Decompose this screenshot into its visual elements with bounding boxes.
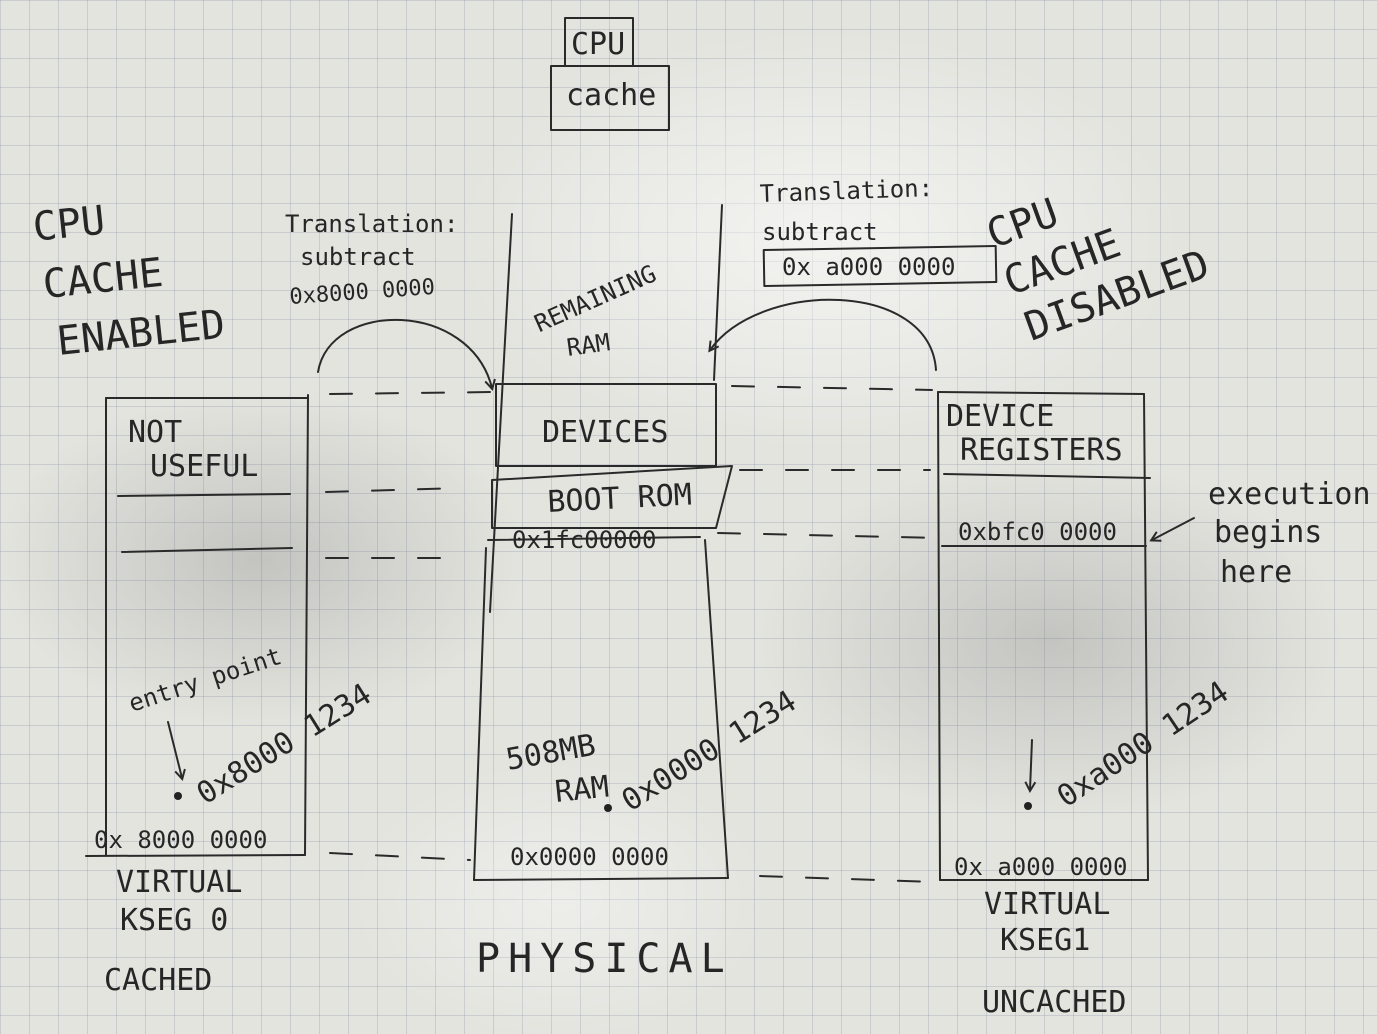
kseg1-left-edge — [937, 391, 941, 881]
kseg0-mode: CACHED — [104, 963, 212, 998]
dash-left-bottom — [329, 852, 471, 861]
execution-note-line-1: execution — [1208, 477, 1371, 512]
kseg1-top-edge — [937, 391, 1145, 395]
left-translation-op: subtract — [300, 243, 416, 271]
cpu-cache-sketch: CPU cache — [550, 17, 670, 131]
ram-size-line-1: 508MB — [503, 728, 598, 778]
kseg1-column: DEVICE REGISTERS 0xbfc0 0000 execution b… — [937, 391, 1371, 1020]
right-translation-op: subtract — [762, 218, 878, 246]
kseg0-name-line-2: KSEG 0 — [120, 903, 228, 938]
dashed-mapping-lines — [325, 385, 939, 883]
ram-left-edge — [473, 547, 487, 881]
physical-title: PHYSICAL — [476, 936, 733, 982]
kseg0-divider-2 — [121, 547, 293, 553]
cache-enabled-line-1: CPU — [31, 198, 108, 251]
left-translation-note: Translation: subtract 0x8000 0000 — [285, 210, 492, 388]
kseg0-divider-1 — [117, 493, 291, 497]
kseg0-name-line-1: VIRTUAL — [116, 865, 242, 900]
physical-upper-line-right — [713, 204, 723, 381]
ram-bottom-edge — [473, 877, 729, 881]
boot-address-line — [487, 536, 701, 541]
physical-base: 0x0000 0000 — [510, 843, 669, 871]
execution-note-line-2: begins — [1214, 515, 1322, 550]
kseg1-mode: UNCACHED — [982, 985, 1127, 1020]
kseg0-base: 0x 8000 0000 — [94, 826, 267, 854]
physical-address-dot — [604, 804, 612, 812]
cache-enabled-title: CPU CACHE ENABLED — [31, 198, 228, 365]
entry-point-arrow — [167, 721, 182, 778]
not-useful-line-1: NOT — [128, 415, 182, 450]
physical-column: REMAINING RAM DEVICES BOOT ROM 0x1fc0000… — [473, 204, 803, 982]
cache-disabled-title: CPU CACHE DISABLED — [981, 190, 1216, 351]
kseg0-column: NOT USEFUL entry point 0x8000 1234 0x 80… — [85, 394, 378, 998]
kseg0-bottom-edge — [85, 854, 306, 857]
cache-enabled-line-2: CACHE — [41, 250, 166, 308]
kseg1-name-line-2: KSEG1 — [1000, 923, 1090, 958]
right-translation-value: 0x a000 0000 — [782, 253, 955, 281]
left-translation-arrow — [317, 319, 492, 388]
boot-rom-label: BOOT ROM — [547, 477, 693, 520]
remaining-ram-line-1: REMAINING — [530, 259, 660, 337]
kseg1-right-edge — [1143, 393, 1149, 881]
kseg1-address: 0xa000 1234 — [1051, 675, 1235, 815]
dash-left-mid-1 — [325, 487, 461, 493]
cache-label: cache — [566, 78, 656, 113]
kseg1-address-dot — [1024, 802, 1032, 810]
devices-box — [495, 383, 717, 467]
device-registers-line-2: REGISTERS — [960, 433, 1123, 468]
remaining-ram-line-2: RAM — [565, 328, 612, 362]
kseg1-base: 0x a000 0000 — [954, 853, 1127, 881]
dash-right-bottom — [759, 875, 937, 883]
device-registers-line-1: DEVICE — [946, 399, 1054, 434]
kseg0-address: 0x8000 1234 — [191, 677, 378, 812]
devices-label: DEVICES — [542, 415, 668, 450]
dash-right-top — [731, 385, 933, 391]
cpu-label: CPU — [571, 27, 625, 62]
right-translation-arrow — [710, 298, 937, 371]
physical-address: 0x0000 1234 — [616, 684, 803, 819]
left-translation-label: Translation: — [285, 210, 458, 238]
execution-note-line-3: here — [1220, 555, 1292, 590]
kseg0-right-edge — [304, 394, 309, 856]
kseg1-divider-1 — [943, 473, 1151, 479]
dash-right-mid-2 — [717, 532, 939, 539]
cache-enabled-line-3: ENABLED — [55, 302, 227, 365]
right-translation-value-box — [762, 244, 998, 288]
ram-right-edge — [704, 539, 729, 879]
right-translation-note: Translation: subtract 0x a000 0000 — [710, 174, 998, 371]
kseg1-address-arrow — [1030, 739, 1032, 790]
entry-point-dot — [174, 792, 182, 800]
ram-size-line-2: RAM — [553, 769, 611, 809]
dash-left-top — [329, 391, 495, 395]
kseg1-boot-address: 0xbfc0 0000 — [958, 518, 1117, 546]
not-useful-line-2: USEFUL — [150, 449, 258, 484]
execution-arrow — [1152, 517, 1195, 540]
boot-rom-box — [491, 465, 733, 529]
physical-upper-line-left — [489, 213, 513, 613]
boot-rom-address: 0x1fc00000 — [512, 526, 657, 554]
right-translation-label: Translation: — [759, 174, 933, 208]
cache-box — [550, 65, 670, 131]
entry-point-label: entry point — [125, 642, 285, 718]
left-translation-value: 0x8000 0000 — [289, 275, 436, 310]
kseg1-name-line-1: VIRTUAL — [984, 887, 1110, 922]
